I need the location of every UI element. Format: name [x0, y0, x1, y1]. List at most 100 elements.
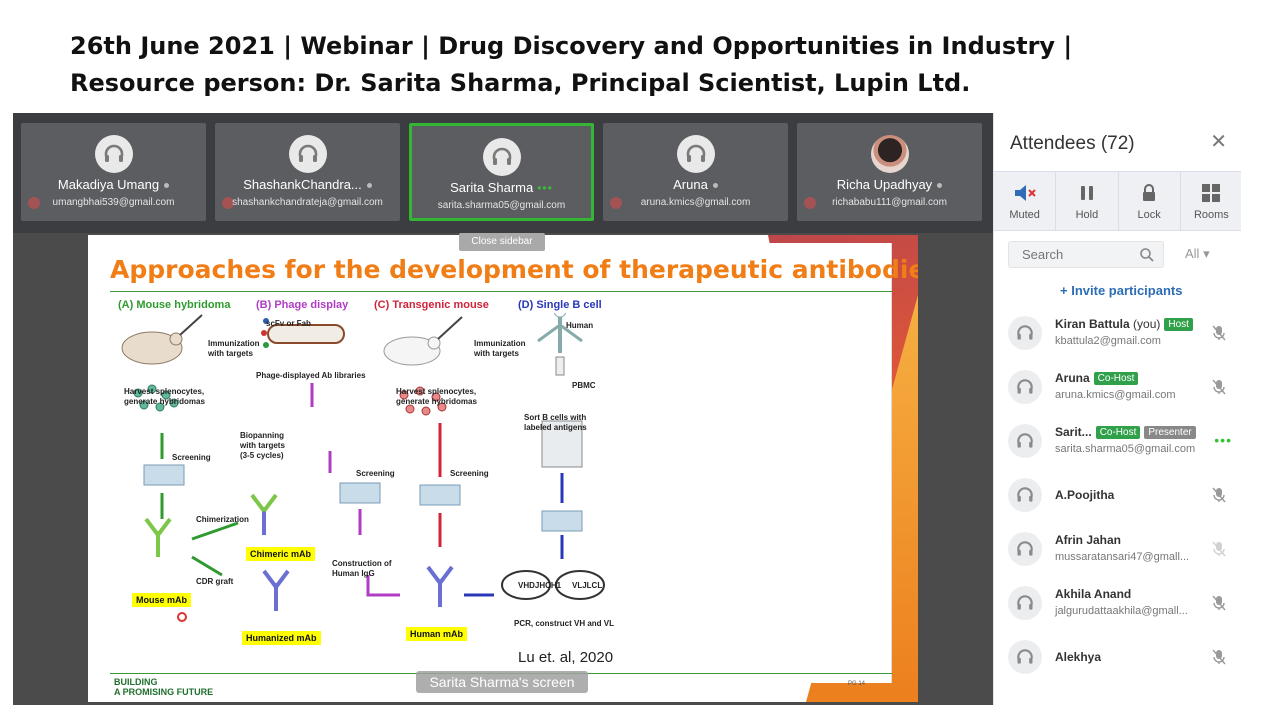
attendee-email: aruna.kmics@gmail.com	[1055, 389, 1176, 401]
note-chimerization: Chimerization	[196, 515, 249, 524]
note-biopanning: Biopanning with targets (3-5 cycles)	[240, 431, 285, 460]
search-icon[interactable]	[1139, 247, 1155, 268]
mic-muted-icon[interactable]	[1212, 325, 1226, 346]
headset-avatar-icon	[1008, 370, 1042, 404]
note-scfv: scFv or Fab	[266, 319, 311, 328]
mic-muted-icon[interactable]	[1212, 379, 1226, 400]
headset-avatar-icon	[1008, 532, 1042, 566]
mute-all-button[interactable]: Muted	[994, 172, 1057, 230]
participant-name: Aruna	[603, 177, 788, 192]
note-screening-c: Screening	[450, 469, 489, 478]
headset-avatar-icon	[1008, 586, 1042, 620]
caption-line-2: Resource person: Dr. Sarita Sharma, Prin…	[70, 69, 971, 97]
close-icon[interactable]: ✕	[1210, 131, 1227, 153]
participant-tile[interactable]: Aruna aruna.kmics@gmail.com	[603, 123, 788, 221]
control-label: Hold	[1075, 209, 1099, 221]
participant-email: umangbhai539@gmail.com	[52, 197, 175, 208]
headset-avatar-icon	[482, 138, 521, 176]
attendee-row[interactable]: Akhila Anand jalgurudattaakhila@gmall...	[994, 576, 1241, 630]
antibody-illustration	[144, 493, 454, 611]
cells-illustration	[133, 384, 179, 412]
mic-muted-icon[interactable]	[1212, 487, 1226, 508]
meeting-window: Makadiya Umang umangbhai539@gmail.com Sh…	[13, 113, 993, 705]
participant-name: Sarita Sharma•••	[450, 180, 553, 195]
filter-value: All	[1185, 246, 1200, 261]
attendee-email: jalgurudattaakhila@gmall...	[1055, 605, 1188, 617]
plate-illustration	[419, 484, 461, 506]
close-sidebar-button[interactable]: Close sidebar	[459, 233, 545, 251]
note-vdj: VHDJHCH1	[518, 581, 562, 590]
participant-name: ShashankChandra...	[215, 177, 400, 192]
headset-avatar-icon	[288, 135, 327, 173]
control-label: Muted	[1009, 209, 1040, 221]
participant-tile-active-speaker[interactable]: Sarita Sharma••• sarita.sharma05@gmail.c…	[409, 123, 594, 221]
filter-dropdown[interactable]: All ▾	[1185, 246, 1210, 262]
rooms-button[interactable]: Rooms	[1181, 172, 1241, 230]
label-mouse-mab: Mouse mAb	[132, 593, 192, 607]
control-label: Lock	[1137, 209, 1161, 221]
note-screening-b: Screening	[356, 469, 395, 478]
search-input[interactable]	[1009, 242, 1137, 267]
attendee-row[interactable]: Kiran Battula (you)Host kbattula2@gmail.…	[994, 306, 1241, 360]
mic-muted-icon[interactable]	[1212, 595, 1226, 616]
lock-button[interactable]: Lock	[1119, 172, 1181, 230]
plate-illustration	[339, 482, 381, 504]
note-immunization-c: Immunization with targets	[474, 339, 526, 358]
pause-icon	[1077, 181, 1097, 205]
label-chimeric-mab: Chimeric mAb	[246, 547, 316, 561]
cell-sorter-illustration	[541, 420, 583, 468]
mic-muted-icon	[610, 197, 622, 209]
note-human: Human	[566, 321, 594, 330]
plus-icon: +	[1060, 283, 1068, 298]
plasmid-illustration	[555, 570, 605, 600]
phage-illustration	[267, 324, 345, 344]
note-immunization-a: Immunization with targets	[208, 339, 260, 358]
attendee-name: Alekhya	[1055, 650, 1102, 664]
mic-muted-icon	[804, 197, 816, 209]
attendee-row[interactable]: Afrin Jahan mussaratansari47@gmall...	[994, 522, 1241, 576]
hold-button[interactable]: Hold	[1056, 172, 1119, 230]
attendee-row[interactable]: Alekhya	[994, 630, 1241, 684]
participant-tile[interactable]: ShashankChandra... shashankchandrateja@g…	[215, 123, 400, 221]
slide-footer-text: BUILDING A PROMISING FUTURE	[114, 677, 213, 697]
attendees-panel: Attendees (72) ✕ Muted Hold Lock	[993, 113, 1241, 705]
headset-avatar-icon	[94, 135, 133, 173]
column-label-b: (B) Phage display	[256, 299, 349, 311]
chevron-down-icon: ▾	[1203, 246, 1210, 261]
footer-line-1: BUILDING	[114, 677, 158, 687]
note-cdr-graft: CDR graft	[196, 577, 234, 586]
attendee-name: Akhila Anand	[1055, 587, 1132, 601]
participant-strip: Makadiya Umang umangbhai539@gmail.com Sh…	[13, 113, 993, 233]
lock-icon	[1139, 181, 1159, 205]
mic-muted-icon	[28, 197, 40, 209]
mic-muted-icon[interactable]	[1212, 541, 1226, 562]
note-phage-library: Phage-displayed Ab libraries	[256, 371, 366, 380]
note-sort-b-cells: Sort B cells with labeled antigens	[524, 413, 587, 432]
attendee-email: kbattula2@gmail.com	[1055, 335, 1161, 347]
note-harvest-a: Harvest splenocytes, generate hybridomas	[124, 387, 205, 406]
mic-muted-icon[interactable]	[1212, 649, 1226, 670]
note-harvest-c: Harvest splenocytes, generate hybridomas	[396, 387, 477, 406]
note-vjc: VLJLCL	[572, 581, 603, 590]
human-illustration	[553, 313, 567, 318]
participant-tile[interactable]: Richa Upadhyay richababu111@gmail.com	[797, 123, 982, 221]
label-human-mab: Human mAb	[406, 627, 468, 641]
column-label-d: (D) Single B cell	[518, 299, 602, 311]
plate-illustration	[143, 464, 185, 486]
slide-title: Approaches for the development of therap…	[110, 255, 918, 284]
participant-email: sarita.sharma05@gmail.com	[437, 200, 566, 211]
cohost-badge: Co-Host	[1095, 426, 1141, 439]
attendee-row[interactable]: A.Poojitha	[994, 468, 1241, 522]
participant-tile[interactable]: Makadiya Umang umangbhai539@gmail.com	[21, 123, 206, 221]
invite-participants-link[interactable]: + Invite participants	[1060, 283, 1182, 298]
attendee-name: Kiran Battula (you)Host	[1055, 317, 1193, 331]
shared-screen-area: Approaches for the development of therap…	[13, 233, 993, 705]
caption-line-1: 26th June 2021 | Webinar | Drug Discover…	[70, 32, 1073, 60]
speaking-indicator-icon: •••	[1214, 432, 1232, 448]
presentation-slide: Approaches for the development of therap…	[88, 235, 918, 702]
mic-muted-icon	[222, 197, 234, 209]
